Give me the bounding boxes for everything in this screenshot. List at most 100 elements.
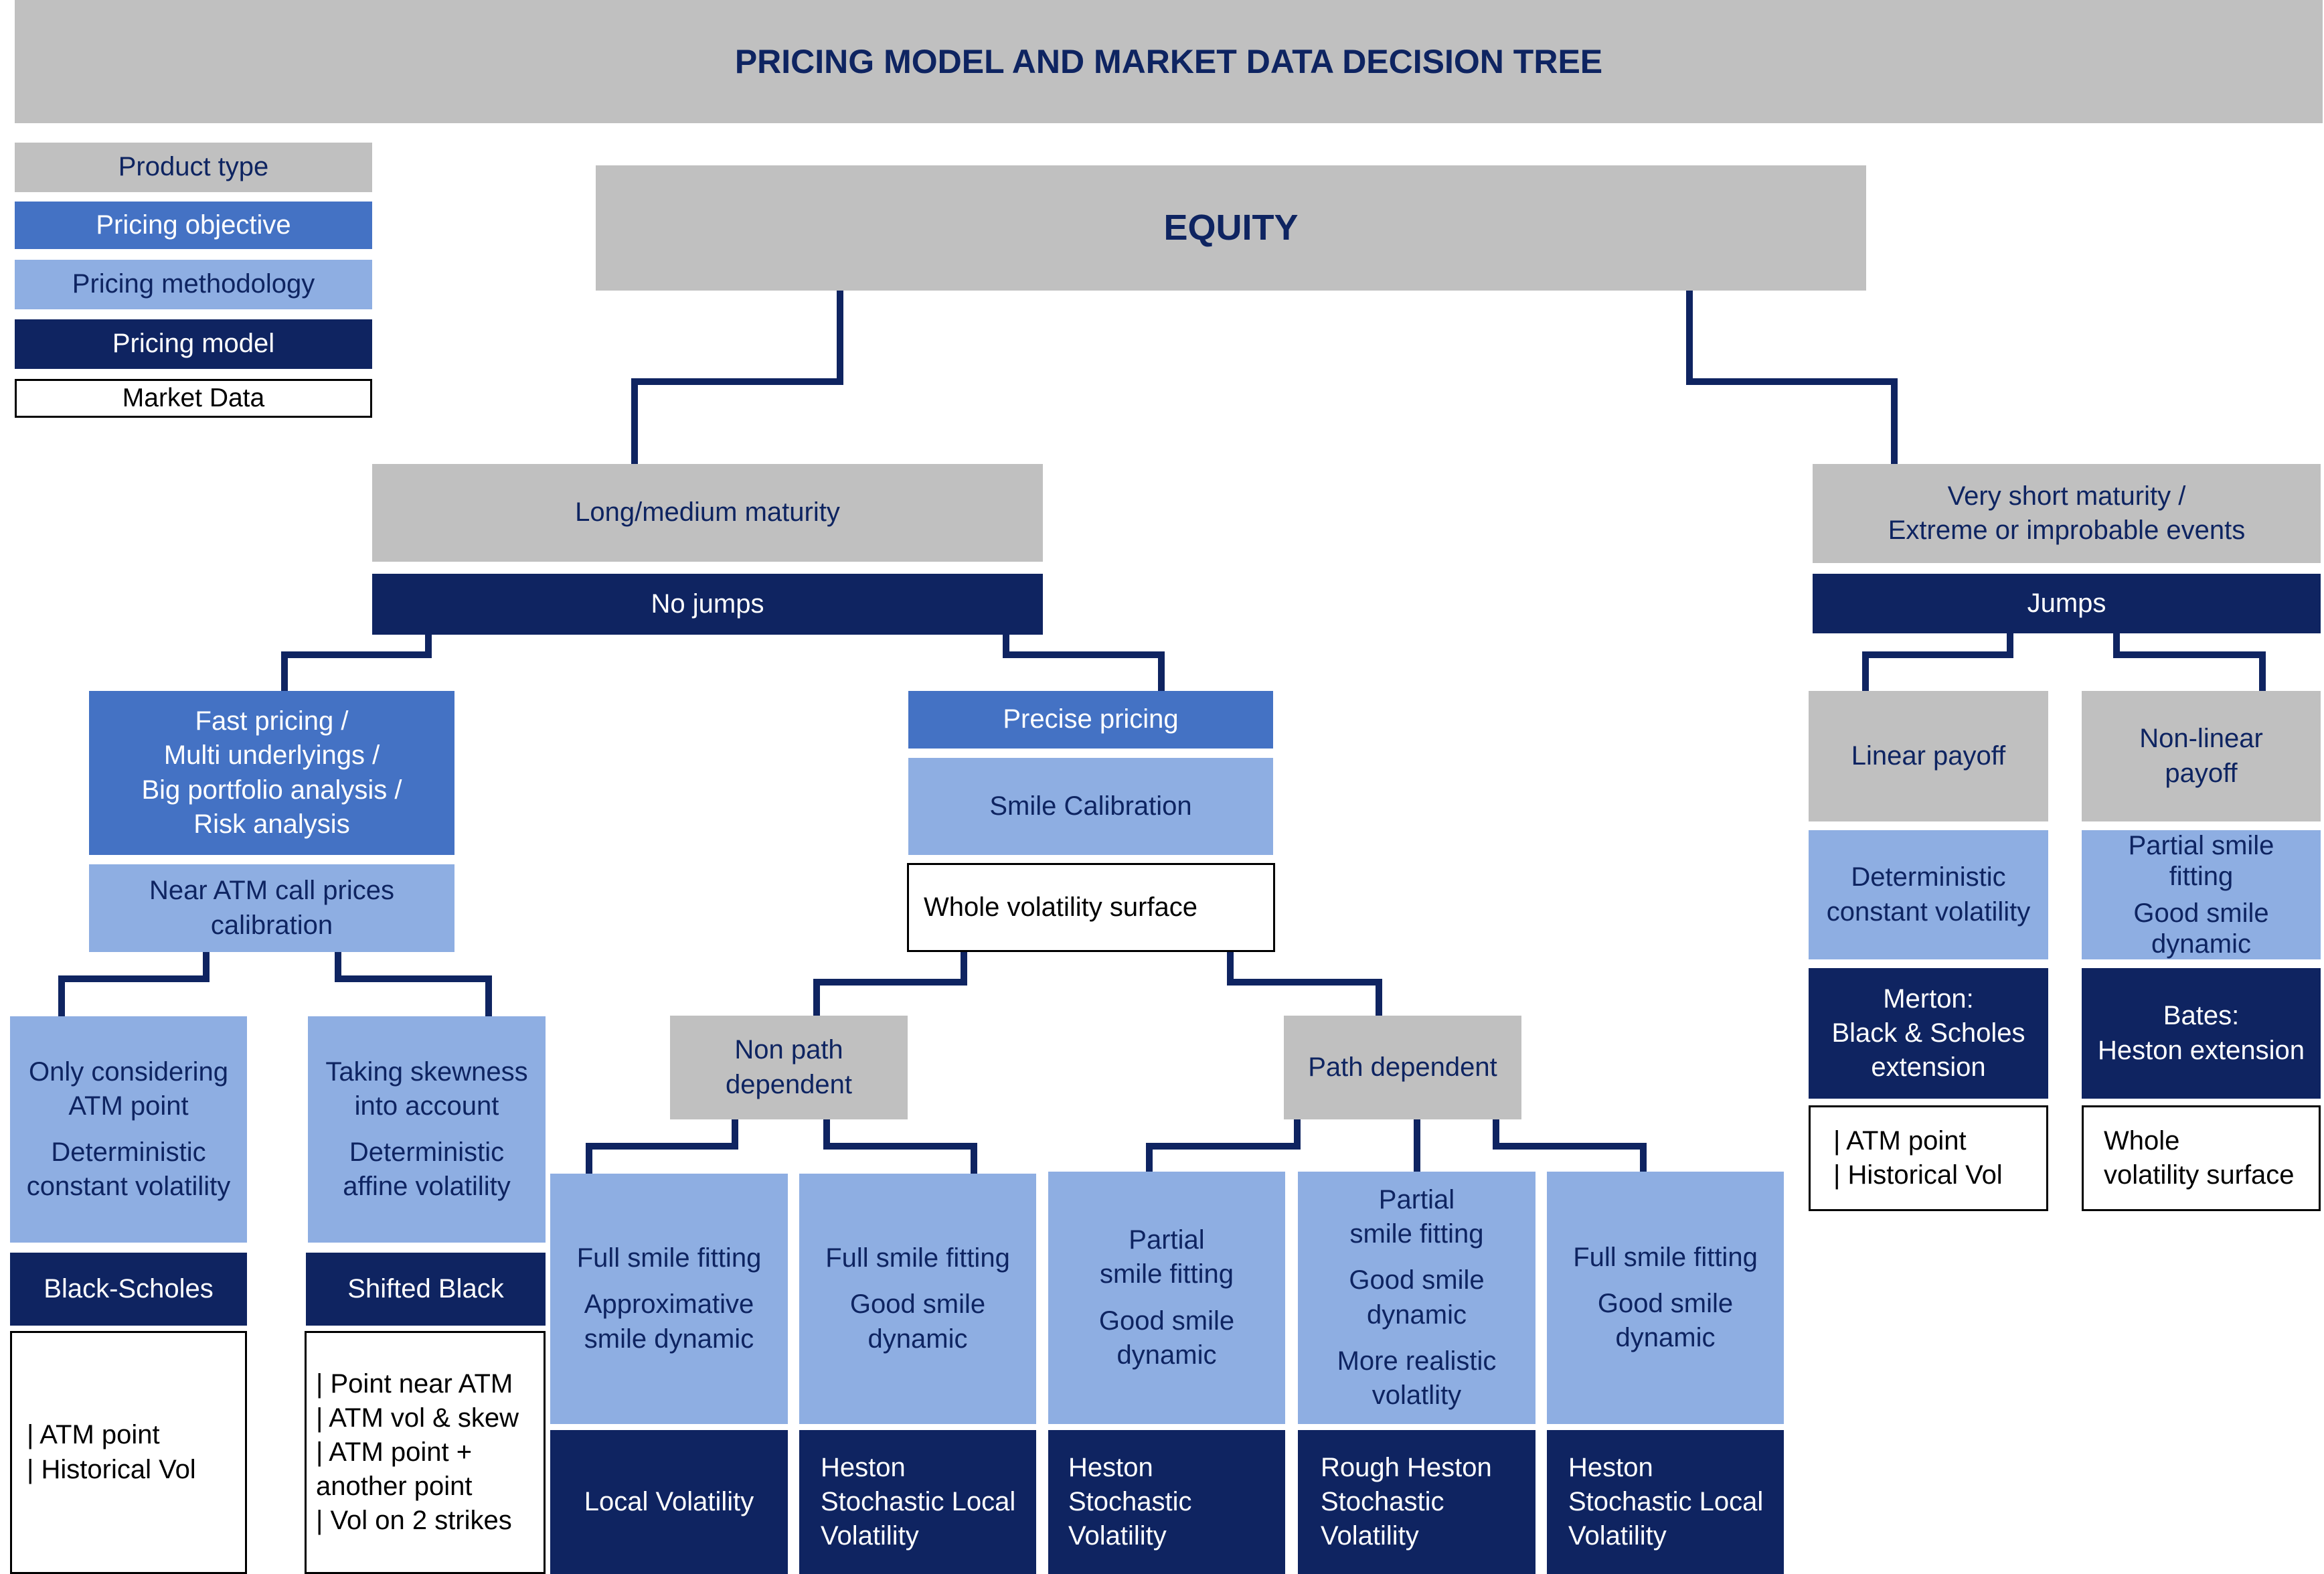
model-line: Stochastic Local <box>1568 1486 1764 1516</box>
model-line: Heston <box>821 1452 906 1482</box>
node-smile-calibration: Smile Calibration <box>908 758 1273 855</box>
legend-pricing-model: Pricing model <box>15 319 372 369</box>
no-jumps-label: No jumps <box>651 588 764 619</box>
node-whole-vol-surface: Whole volatility surface <box>907 863 1275 952</box>
node-only-atm-methodology: Only considering ATM point Deterministic… <box>10 1016 247 1243</box>
methodology-line: Deterministic <box>1851 862 2006 892</box>
node-heston-slv-methodology-1: Full smile fitting Good smile dynamic <box>799 1174 1036 1424</box>
legend-market-data: Market Data <box>15 379 372 418</box>
atm-methodology-line: ATM point <box>68 1091 189 1121</box>
detail-line: dynamic <box>1615 1323 1716 1353</box>
root-node-equity: EQUITY <box>596 165 1866 291</box>
node-non-linear-payoff: Non-linear payoff <box>2082 691 2321 821</box>
market-data-line: | Point near ATM <box>316 1368 513 1399</box>
atm-methodology-line: Only considering <box>29 1056 228 1087</box>
model-line: Bates: <box>2163 1001 2240 1031</box>
methodology-line: smile fitting <box>1349 1219 1484 1249</box>
node-fast-pricing-objective: Fast pricing / Multi underlyings / Big p… <box>89 691 454 855</box>
node-linear-methodology: Deterministic constant volatility <box>1809 830 2048 959</box>
connector-root-short <box>1686 291 1898 464</box>
node-heston-sv-model: Heston Stochastic Volatility <box>1048 1430 1285 1574</box>
detail-line: dynamic <box>867 1324 968 1354</box>
black-scholes-label: Black-Scholes <box>44 1273 214 1304</box>
detail-line: Good smile <box>849 1289 986 1320</box>
connector-path-leaf1 <box>1146 1119 1301 1174</box>
skew-methodology-line: into account <box>354 1091 499 1121</box>
market-data-line: | ATM point + <box>316 1437 473 1467</box>
node-heston-slv-methodology-2: Full smile fitting Good smile dynamic <box>1547 1172 1784 1424</box>
methodology-line: smile fitting <box>1099 1259 1234 1289</box>
market-data-line: | ATM vol & skew <box>316 1403 519 1433</box>
detail-line: More realistic <box>1337 1346 1497 1376</box>
model-line: Volatility <box>1068 1521 1167 1551</box>
market-data-line: | Historical Vol <box>1833 1160 2003 1190</box>
connector-nonpath-leaf2 <box>823 1119 977 1174</box>
methodology-line: constant volatility <box>1826 896 2031 927</box>
legend-market-data-label: Market Data <box>122 384 265 413</box>
legend-product-type-label: Product type <box>118 152 269 182</box>
node-merton-model: Merton: Black & Scholes extension <box>1809 968 2048 1099</box>
model-line: extension <box>1871 1052 1986 1083</box>
connector-nojumps-precise <box>1003 635 1165 691</box>
skew-detail-line: affine volatility <box>343 1172 511 1202</box>
node-black-scholes-model: Black-Scholes <box>10 1253 247 1326</box>
short-maturity-line: Extreme or improbable events <box>1888 516 2246 545</box>
detail-line: dynamic <box>1367 1300 1467 1330</box>
node-long-medium-maturity: Long/medium maturity <box>372 464 1043 562</box>
near-atm-line: calibration <box>210 910 333 940</box>
methodology-line: fitting <box>2169 862 2234 891</box>
fast-objective-line: Big portfolio analysis / <box>141 775 402 805</box>
shifted-black-label: Shifted Black <box>347 1273 504 1304</box>
atm-detail-line: constant volatility <box>26 1172 231 1202</box>
non-linear-payoff-line: Non-linear <box>2139 724 2263 754</box>
page-title-text: PRICING MODEL AND MARKET DATA DECISION T… <box>734 43 1603 80</box>
detail-line: Good smile <box>1098 1306 1235 1336</box>
connector-nojumps-fast <box>281 635 432 691</box>
connector-jumps-nonlinear <box>2113 633 2266 691</box>
node-jumps: Jumps <box>1813 574 2321 633</box>
atm-detail-line: Deterministic <box>51 1137 206 1167</box>
model-line: Stochastic <box>1068 1486 1192 1516</box>
model-line: Volatility <box>1568 1521 1667 1551</box>
market-data-line: | ATM point <box>27 1420 160 1450</box>
node-precise-pricing-objective: Precise pricing <box>908 691 1273 749</box>
connector-jumps-linear <box>1862 633 2013 691</box>
node-skew-market-data: | Point near ATM | ATM vol & skew | ATM … <box>305 1331 546 1574</box>
market-data-line: Whole <box>2104 1125 2180 1156</box>
node-near-atm-calibration: Near ATM call prices calibration <box>89 864 454 952</box>
node-no-jumps: No jumps <box>372 574 1043 635</box>
detail-line: Good smile <box>1597 1288 1734 1318</box>
node-path-dependent: Path dependent <box>1284 1016 1521 1119</box>
market-data-line: | Historical Vol <box>27 1454 196 1484</box>
detail-line: volatlity <box>1372 1380 1462 1410</box>
skew-methodology-line: Taking skewness <box>325 1056 528 1087</box>
market-data-line: | ATM point <box>1833 1125 1967 1156</box>
methodology-line: Partial <box>1129 1225 1205 1255</box>
node-rough-heston-model: Rough Heston Stochastic Volatility <box>1298 1430 1536 1574</box>
methodology-line: Full smile fitting <box>1573 1242 1758 1272</box>
skew-detail-line: Deterministic <box>349 1137 505 1167</box>
node-shifted-black-model: Shifted Black <box>306 1253 546 1326</box>
page-title: PRICING MODEL AND MARKET DATA DECISION T… <box>15 0 2323 123</box>
connector-nonpath-leaf1 <box>586 1119 738 1174</box>
model-line: Stochastic Local <box>821 1486 1016 1516</box>
short-maturity-line: Very short maturity / <box>1947 481 2186 511</box>
node-very-short-maturity: Very short maturity / Extreme or improba… <box>1813 464 2321 563</box>
model-line: Local Volatility <box>584 1486 754 1516</box>
legend-product-type: Product type <box>15 143 372 192</box>
model-line: Rough Heston <box>1321 1452 1492 1482</box>
legend-pricing-model-label: Pricing model <box>112 329 275 359</box>
model-line: Heston <box>1568 1452 1653 1482</box>
precise-pricing-label: Precise pricing <box>1003 704 1179 734</box>
detail-line: dynamic <box>2151 929 2251 959</box>
node-non-linear-methodology: Partial smile fitting Good smile dynamic <box>2082 830 2321 959</box>
fast-objective-line: Risk analysis <box>193 809 350 839</box>
detail-line: dynamic <box>1116 1340 1217 1370</box>
node-skewness-methodology: Taking skewness into account Determinist… <box>308 1016 546 1243</box>
market-data-line: another point <box>316 1472 473 1502</box>
market-data-line: | Vol on 2 strikes <box>316 1506 512 1536</box>
model-line: Black & Scholes <box>1831 1018 2025 1048</box>
non-path-line: Non path <box>734 1035 843 1065</box>
methodology-line: Full smile fitting <box>576 1243 762 1273</box>
legend-pricing-methodology: Pricing methodology <box>15 260 372 309</box>
